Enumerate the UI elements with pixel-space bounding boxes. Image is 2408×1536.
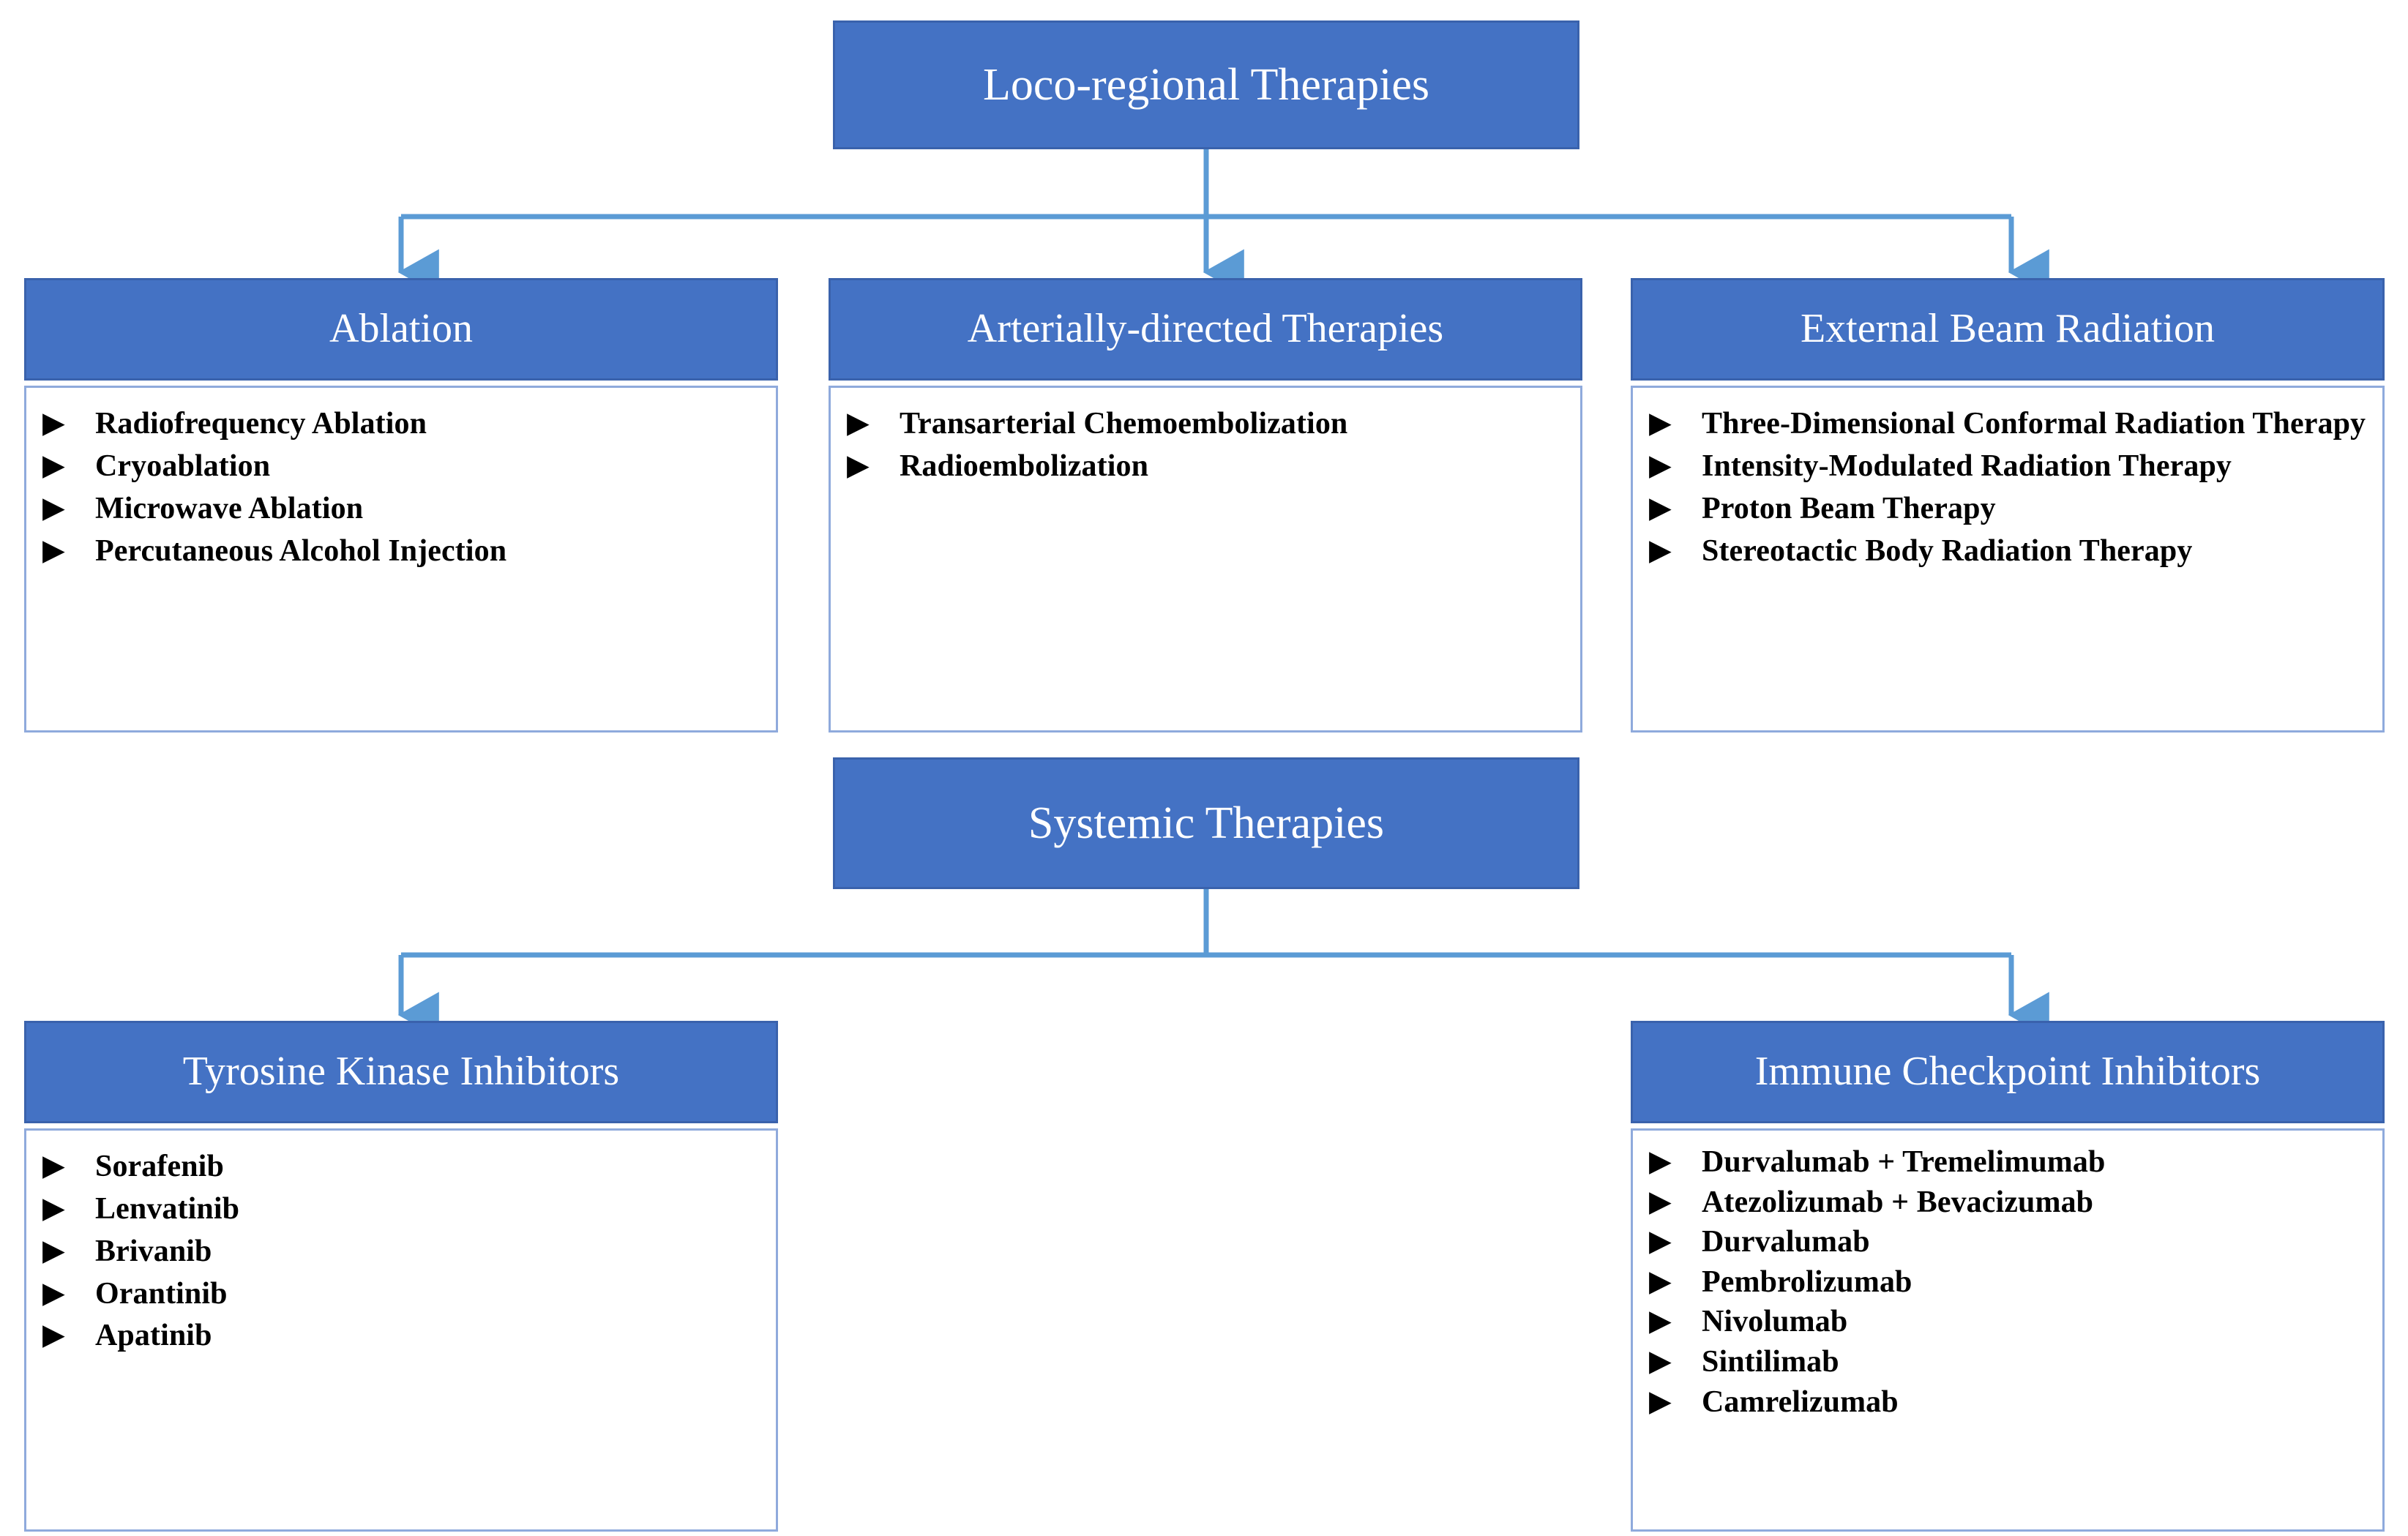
triangle-bullet-icon: ▶: [1649, 406, 1672, 440]
list-item-label: Transarterial Chemoembolization: [900, 407, 1348, 441]
triangle-bullet-icon: ▶: [42, 533, 65, 567]
list-item-label: Durvalumab: [1702, 1225, 1870, 1259]
triangle-bullet-icon: ▶: [1649, 1184, 1672, 1218]
triangle-bullet-icon: ▶: [1649, 448, 1672, 482]
list-item-label: Stereotactic Body Radiation Therapy: [1702, 533, 2193, 568]
triangle-bullet-icon: ▶: [1649, 1344, 1672, 1378]
triangle-bullet-icon: ▶: [42, 448, 65, 482]
node-tyrosine-kinase-inhibitors[interactable]: Tyrosine Kinase Inhibitors ▶ Sorafenib ▶…: [24, 1021, 778, 1532]
list-item: ▶ Intensity-Modulated Radiation Therapy: [1649, 446, 2369, 487]
list-external-beam-radiation: ▶ Three-Dimensional Conformal Radiation …: [1649, 404, 2369, 572]
triangle-bullet-icon: ▶: [1649, 1304, 1672, 1338]
list-item-label: Sorafenib: [95, 1150, 224, 1183]
triangle-bullet-icon: ▶: [847, 448, 870, 482]
list-item: ▶ Cryoablation: [42, 446, 763, 487]
list-item-label: Nivolumab: [1702, 1305, 1848, 1339]
list-item: ▶ Transarterial Chemoembolization: [847, 404, 1567, 445]
list-item-label: Camrelizumab: [1702, 1385, 1899, 1419]
triangle-bullet-icon: ▶: [1649, 1264, 1672, 1298]
list-item: ▶ Radioembolization: [847, 446, 1567, 487]
list-item: ▶ Percutaneous Alcohol Injection: [42, 531, 763, 572]
triangle-bullet-icon: ▶: [1649, 490, 1672, 525]
list-item-label: Atezolizumab + Bevacizumab: [1702, 1185, 2094, 1219]
list-item-label: Orantinib: [95, 1276, 228, 1311]
list-immune-checkpoint-inhibitors: ▶ Durvalumab + Tremelimumab ▶ Atezolizum…: [1649, 1142, 2369, 1422]
triangle-bullet-icon: ▶: [42, 1149, 65, 1183]
list-item-label: Microwave Ablation: [95, 491, 364, 525]
node-loco-regional-therapies[interactable]: Loco-regional Therapies: [833, 20, 1579, 149]
node-ablation[interactable]: Ablation ▶ Radiofrequency Ablation ▶ Cry…: [24, 278, 778, 733]
node-body-tyrosine-kinase-inhibitors: ▶ Sorafenib ▶ Lenvatinib ▶ Brivanib ▶ Or…: [24, 1128, 778, 1532]
list-item-label: Apatinib: [95, 1319, 212, 1353]
node-title-immune-checkpoint-inhibitors: Immune Checkpoint Inhibitors: [1631, 1021, 2385, 1123]
list-item-label: Radioembolization: [900, 449, 1149, 483]
node-title-arterially-directed-therapies: Arterially-directed Therapies: [829, 278, 1582, 381]
triangle-bullet-icon: ▶: [42, 1318, 65, 1352]
list-item: ▶ Camrelizumab: [1649, 1382, 2369, 1423]
list-arterially-directed-therapies: ▶ Transarterial Chemoembolization ▶ Radi…: [847, 404, 1567, 487]
triangle-bullet-icon: ▶: [42, 1233, 65, 1267]
list-item: ▶ Durvalumab + Tremelimumab: [1649, 1142, 2369, 1183]
triangle-bullet-icon: ▶: [1649, 533, 1672, 567]
list-item-label: Three-Dimensional Conformal Radiation Th…: [1702, 407, 2366, 441]
node-title-ablation: Ablation: [24, 278, 778, 381]
list-item: ▶ Microwave Ablation: [42, 489, 763, 530]
node-title-external-beam-radiation: External Beam Radiation: [1631, 278, 2385, 381]
list-item-label: Brivanib: [95, 1234, 212, 1268]
list-item: ▶ Sorafenib: [42, 1147, 763, 1188]
triangle-bullet-icon: ▶: [42, 490, 65, 525]
node-title-loco-regional-therapies: Loco-regional Therapies: [833, 20, 1579, 149]
list-item-label: Radiofrequency Ablation: [95, 407, 427, 441]
list-item: ▶ Stereotactic Body Radiation Therapy: [1649, 531, 2369, 572]
list-item-label: Intensity-Modulated Radiation Therapy: [1702, 449, 2232, 483]
triangle-bullet-icon: ▶: [847, 406, 870, 440]
list-item: ▶ Radiofrequency Ablation: [42, 404, 763, 445]
list-item: ▶ Lenvatinib: [42, 1189, 763, 1230]
list-item: ▶ Sintilimab: [1649, 1342, 2369, 1382]
node-body-ablation: ▶ Radiofrequency Ablation ▶ Cryoablation…: [24, 386, 778, 733]
node-external-beam-radiation[interactable]: External Beam Radiation ▶ Three-Dimensio…: [1631, 278, 2385, 733]
list-item-label: Cryoablation: [95, 449, 271, 483]
list-item-label: Durvalumab + Tremelimumab: [1702, 1145, 2106, 1179]
list-item-label: Proton Beam Therapy: [1702, 491, 1996, 525]
triangle-bullet-icon: ▶: [42, 1191, 65, 1225]
list-tyrosine-kinase-inhibitors: ▶ Sorafenib ▶ Lenvatinib ▶ Brivanib ▶ Or…: [42, 1147, 763, 1357]
list-item-label: Lenvatinib: [95, 1191, 240, 1226]
node-systemic-therapies[interactable]: Systemic Therapies: [833, 757, 1579, 889]
triangle-bullet-icon: ▶: [42, 1275, 65, 1310]
list-ablation: ▶ Radiofrequency Ablation ▶ Cryoablation…: [42, 404, 763, 572]
node-title-tyrosine-kinase-inhibitors: Tyrosine Kinase Inhibitors: [24, 1021, 778, 1123]
list-item-label: Sintilimab: [1702, 1344, 1839, 1379]
triangle-bullet-icon: ▶: [1649, 1384, 1672, 1418]
list-item: ▶ Three-Dimensional Conformal Radiation …: [1649, 404, 2369, 445]
list-item: ▶ Pembrolizumab: [1649, 1262, 2369, 1303]
list-item: ▶ Durvalumab: [1649, 1222, 2369, 1262]
list-item-label: Pembrolizumab: [1702, 1265, 1912, 1299]
connector-locoregional: [397, 149, 2049, 296]
node-body-arterially-directed-therapies: ▶ Transarterial Chemoembolization ▶ Radi…: [829, 386, 1582, 733]
triangle-bullet-icon: ▶: [42, 406, 65, 440]
list-item: ▶ Atezolizumab + Bevacizumab: [1649, 1183, 2369, 1223]
triangle-bullet-icon: ▶: [1649, 1144, 1672, 1178]
list-item: ▶ Proton Beam Therapy: [1649, 489, 2369, 530]
node-body-external-beam-radiation: ▶ Three-Dimensional Conformal Radiation …: [1631, 386, 2385, 733]
list-item: ▶ Nivolumab: [1649, 1302, 2369, 1342]
list-item: ▶ Brivanib: [42, 1232, 763, 1273]
list-item: ▶ Orantinib: [42, 1274, 763, 1315]
triangle-bullet-icon: ▶: [1649, 1224, 1672, 1259]
node-title-systemic-therapies: Systemic Therapies: [833, 757, 1579, 889]
node-body-immune-checkpoint-inhibitors: ▶ Durvalumab + Tremelimumab ▶ Atezolizum…: [1631, 1128, 2385, 1532]
list-item-label: Percutaneous Alcohol Injection: [95, 533, 507, 568]
list-item: ▶ Apatinib: [42, 1316, 763, 1357]
connector-systemic: [397, 889, 2049, 1038]
node-immune-checkpoint-inhibitors[interactable]: Immune Checkpoint Inhibitors ▶ Durvaluma…: [1631, 1021, 2385, 1532]
node-arterially-directed-therapies[interactable]: Arterially-directed Therapies ▶ Transart…: [829, 278, 1582, 733]
